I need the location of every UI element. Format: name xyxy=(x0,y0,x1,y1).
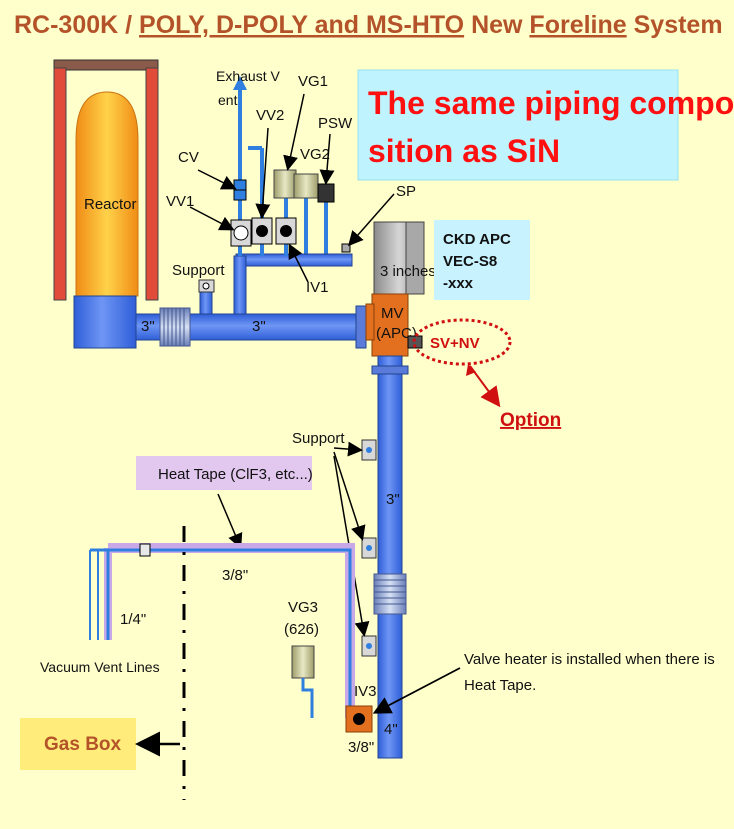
pipe-size-3in-b: 3" xyxy=(252,318,266,335)
gas-box: Gas Box xyxy=(20,718,180,770)
valve-vv1: VV1 xyxy=(166,193,252,247)
pipe-size-4in: 4" xyxy=(384,721,398,738)
apc-spec-line-3: -xxx xyxy=(443,275,474,292)
iv1-label: IV1 xyxy=(306,279,329,296)
exhaust-vent-label-1: Exhaust V xyxy=(216,68,280,84)
check-valve-cv: CV xyxy=(178,149,247,201)
vv1-label: VV1 xyxy=(166,193,194,210)
valve-iv1: IV1 xyxy=(275,217,329,296)
sample-port-sp: SP xyxy=(341,183,416,253)
support-top: Support xyxy=(172,262,225,315)
support-mid-label: Support xyxy=(292,430,345,447)
option-label: Option xyxy=(500,410,561,431)
callout-line-2: sition as SiN xyxy=(368,133,560,169)
title-part-4: Foreline xyxy=(529,11,626,39)
vg3-label-1: VG3 xyxy=(288,599,318,616)
vg1-label: VG1 xyxy=(298,73,328,90)
apc-valve: 3 inches MV (APC) xyxy=(365,221,436,357)
vg3-label-2: (626) xyxy=(284,621,319,638)
apc-size-label: 3 inches xyxy=(380,263,436,280)
vv2-label: VV2 xyxy=(256,107,284,124)
sv-nv-option: SV+NV Option xyxy=(412,318,561,431)
valve-heater-note: Valve heater is installed when there is … xyxy=(372,651,715,714)
title-part-5: System xyxy=(627,11,723,39)
sv-nv-label: SV+NV xyxy=(430,335,480,352)
line-size-1-4in: 1/4" xyxy=(120,611,146,628)
line-size-3-8in: 3/8" xyxy=(222,567,248,584)
valve-heater-line-2: Heat Tape. xyxy=(464,677,536,694)
iv3-label: IV3 xyxy=(354,683,377,700)
valve-heater-line-1: Valve heater is installed when there is xyxy=(464,651,715,668)
valve-vv2: VV2 xyxy=(251,107,284,245)
vacuum-vent-lines-label: Vacuum Vent Lines xyxy=(40,659,160,675)
psw-label: PSW xyxy=(318,115,353,132)
sp-label: SP xyxy=(396,183,416,200)
apc-spec-line-2: VEC-S8 xyxy=(443,253,497,270)
callout-same-piping: The same piping compo sition as SiN xyxy=(357,69,734,181)
manifold-pipe xyxy=(235,253,353,267)
pressure-switch-psw: PSW xyxy=(317,115,353,203)
pipe-size-3in-a: 3" xyxy=(141,318,155,335)
cv-label: CV xyxy=(178,149,199,166)
mv-label-2: (APC) xyxy=(376,325,417,342)
exhaust-vent-label-2: ent xyxy=(218,92,238,108)
title-part-2: POLY, D-POLY and MS-HTO xyxy=(139,11,464,39)
heat-tape-label: Heat Tape (ClF3, etc...) xyxy=(158,466,313,483)
manifold-riser xyxy=(233,255,247,315)
heat-tape-label-box: Heat Tape (ClF3, etc...) xyxy=(136,456,313,549)
title-part-3: New xyxy=(464,11,529,39)
page-title: RC-300K / POLY, D-POLY and MS-HTO New Fo… xyxy=(14,11,723,39)
support-top-label: Support xyxy=(172,262,225,279)
valve-iv3: IV3 3/8" xyxy=(345,683,377,756)
gas-box-label: Gas Box xyxy=(44,734,122,755)
callout-line-1: The same piping compo xyxy=(368,85,734,121)
gauge-vg3: VG3 (626) xyxy=(284,599,319,718)
vertical-main-pipe: 3" 4" xyxy=(371,355,409,759)
reactor-label: Reactor xyxy=(84,196,137,213)
vent-lines: 3/8" 1/4" Vacuum Vent Lines xyxy=(40,543,370,720)
mv-label-1: MV xyxy=(381,305,404,322)
gauge-vg2: VG2 xyxy=(293,146,330,199)
pipe-size-3in-c: 3" xyxy=(386,491,400,508)
apc-spec-box: CKD APC VEC-S8 -xxx xyxy=(434,220,530,300)
exhaust-vent-arrow: Exhaust V ent xyxy=(216,68,280,108)
apc-spec-line-1: CKD APC xyxy=(443,231,511,248)
title-part-1: RC-300K / xyxy=(14,11,139,39)
main-horizontal-pipe: 3" 3" xyxy=(135,305,369,349)
reactor: Reactor xyxy=(53,59,159,349)
gauge-vg1: VG1 xyxy=(273,73,328,199)
vg2-label: VG2 xyxy=(300,146,330,163)
iv3-size-label: 3/8" xyxy=(348,739,374,756)
